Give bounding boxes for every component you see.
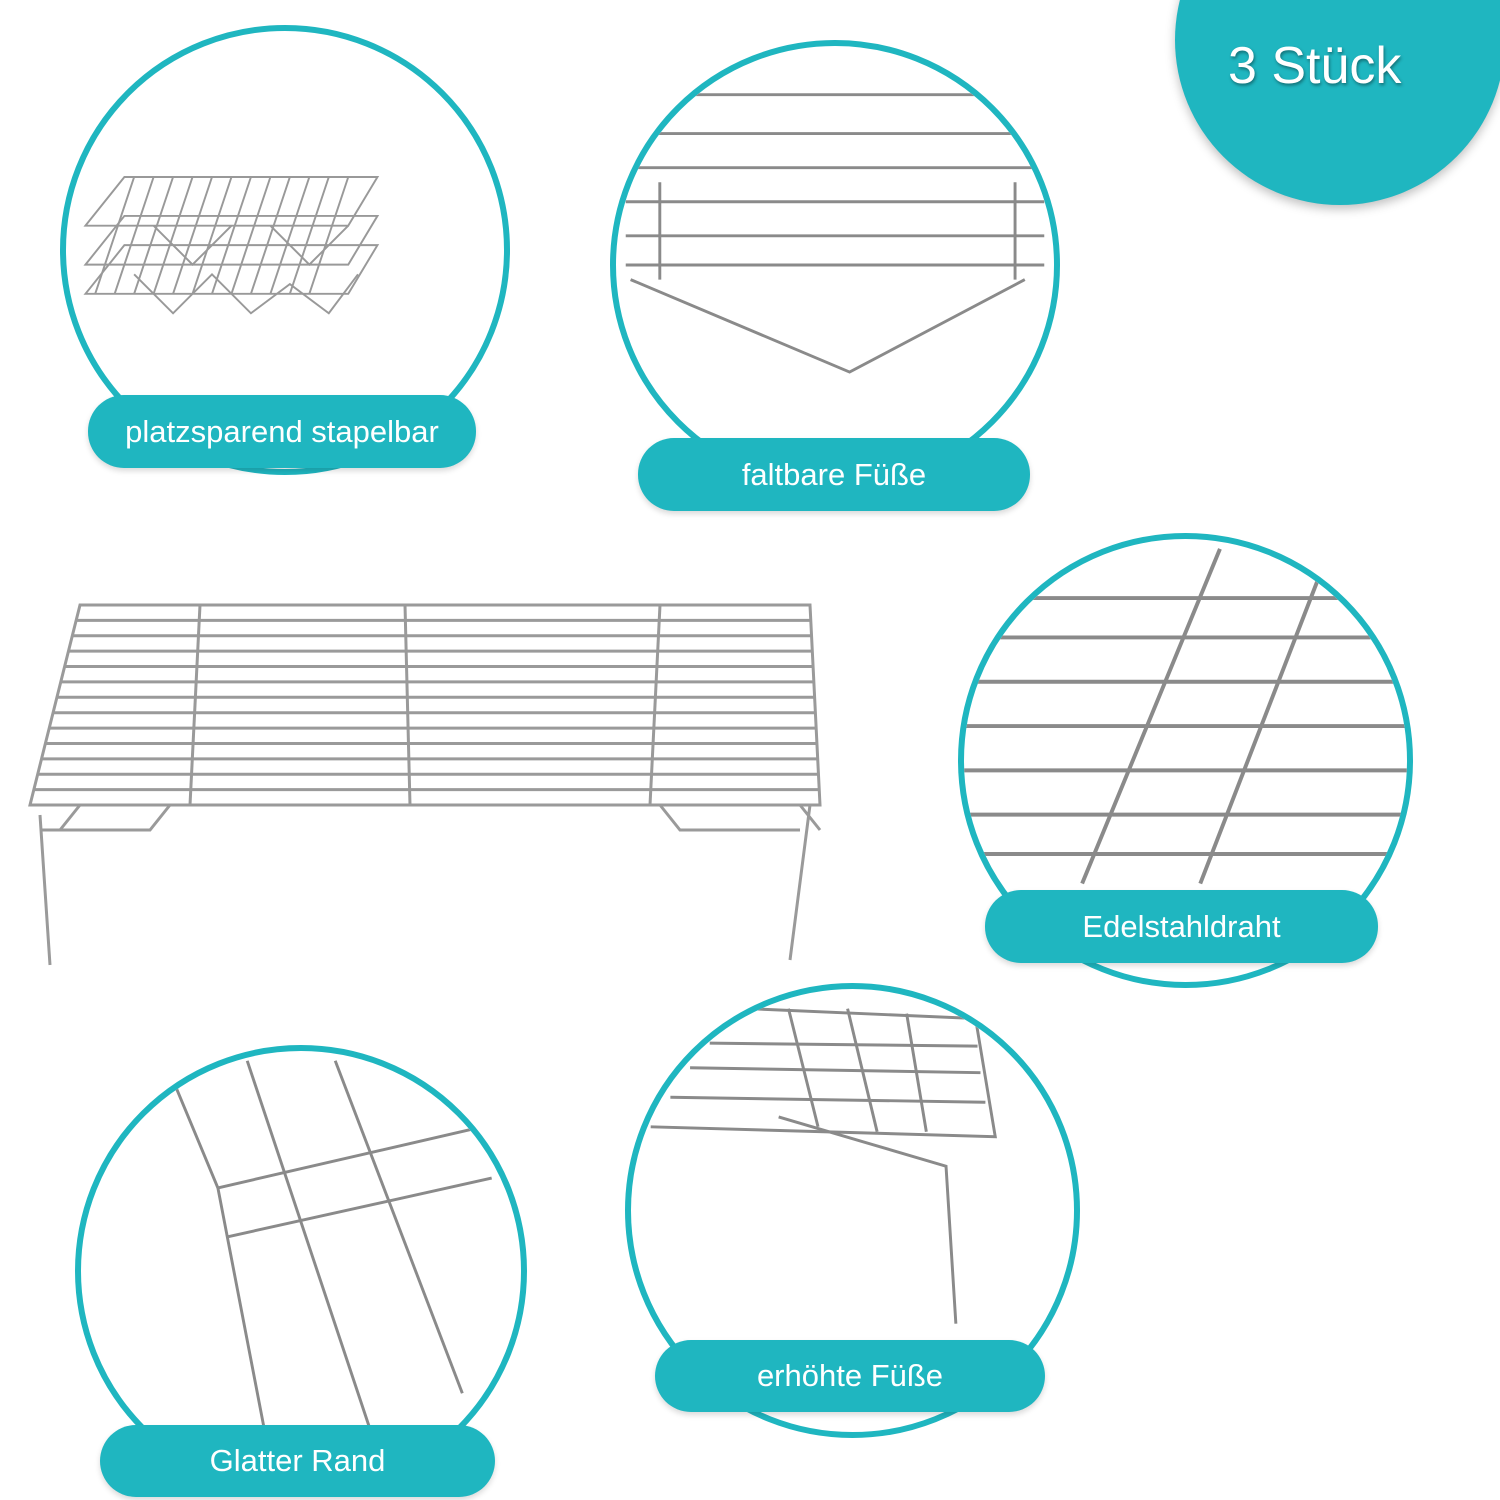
stainless-wire-image	[964, 548, 1407, 885]
quantity-badge	[1175, 0, 1500, 205]
feature-label-raised-feet: erhöhte Füße	[655, 1340, 1045, 1412]
feature-label-smooth-edge: Glatter Rand	[100, 1425, 495, 1497]
feature-label-stackable: platzsparend stapelbar	[88, 395, 476, 468]
stacked-racks-image	[83, 176, 380, 315]
feature-label-stainless-wire: Edelstahldraht	[985, 890, 1378, 963]
feature-circle-smooth-edge	[75, 1045, 527, 1497]
feature-label-foldable-feet: faltbare Füße	[638, 438, 1030, 511]
smooth-edge-image	[167, 1060, 492, 1444]
feature-circle-foldable-feet	[610, 40, 1060, 490]
cooling-rack-image	[28, 603, 822, 966]
raised-feet-image	[650, 1007, 997, 1324]
quantity-badge-text: 3 Stück	[1228, 37, 1402, 95]
foldable-feet-image	[625, 93, 1045, 374]
